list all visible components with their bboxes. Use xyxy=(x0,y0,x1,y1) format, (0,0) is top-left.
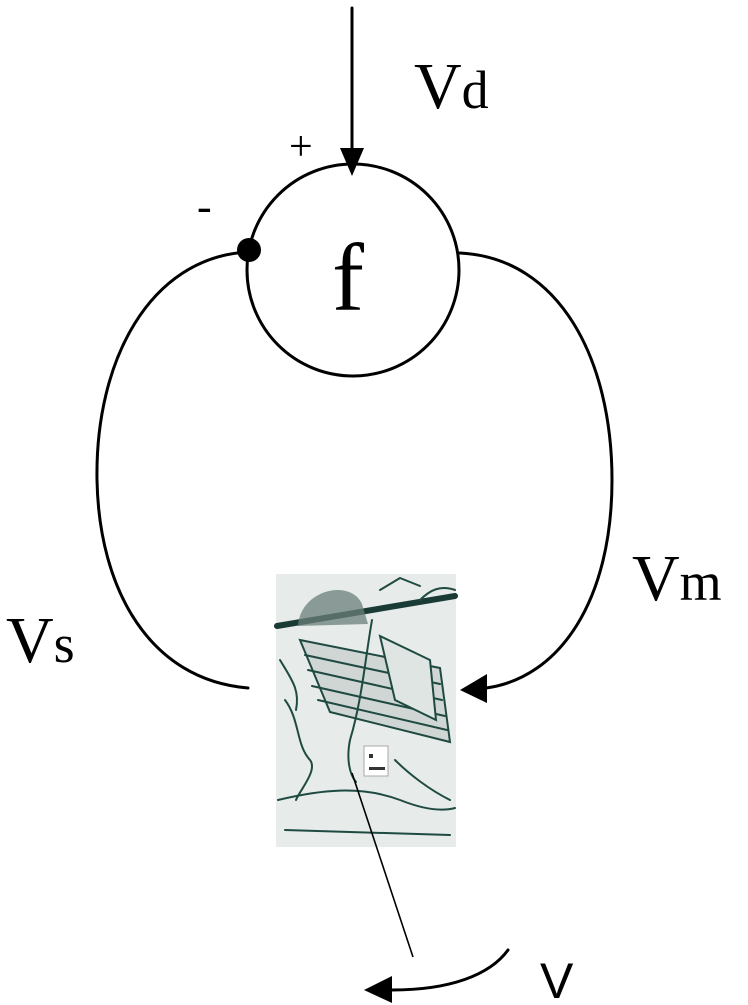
vm-arrowhead xyxy=(460,674,487,703)
minus-sign: - xyxy=(197,182,212,231)
vs-feedback-path xyxy=(97,252,248,688)
vd-label-main: V xyxy=(414,50,462,123)
vs-label: Vs xyxy=(6,604,75,677)
vs-label-sub: s xyxy=(54,614,75,674)
vm-output-path xyxy=(460,253,612,688)
plus-sign: + xyxy=(289,124,313,170)
vd-label-sub: d xyxy=(462,60,489,120)
v-output-arrowhead xyxy=(364,976,392,1003)
v-output-label: V xyxy=(540,953,574,1005)
vm-label: Vm xyxy=(632,542,722,615)
vd-label: Vd xyxy=(414,50,489,123)
vs-label-main: V xyxy=(6,604,54,677)
sketch-image xyxy=(276,574,456,847)
negative-input-dot xyxy=(237,238,261,262)
vd-input-arrow xyxy=(340,8,364,176)
v-output-curve xyxy=(392,950,508,990)
vm-label-main: V xyxy=(632,542,680,615)
summing-function-label: f xyxy=(332,224,364,331)
vm-label-sub: m xyxy=(680,552,722,612)
